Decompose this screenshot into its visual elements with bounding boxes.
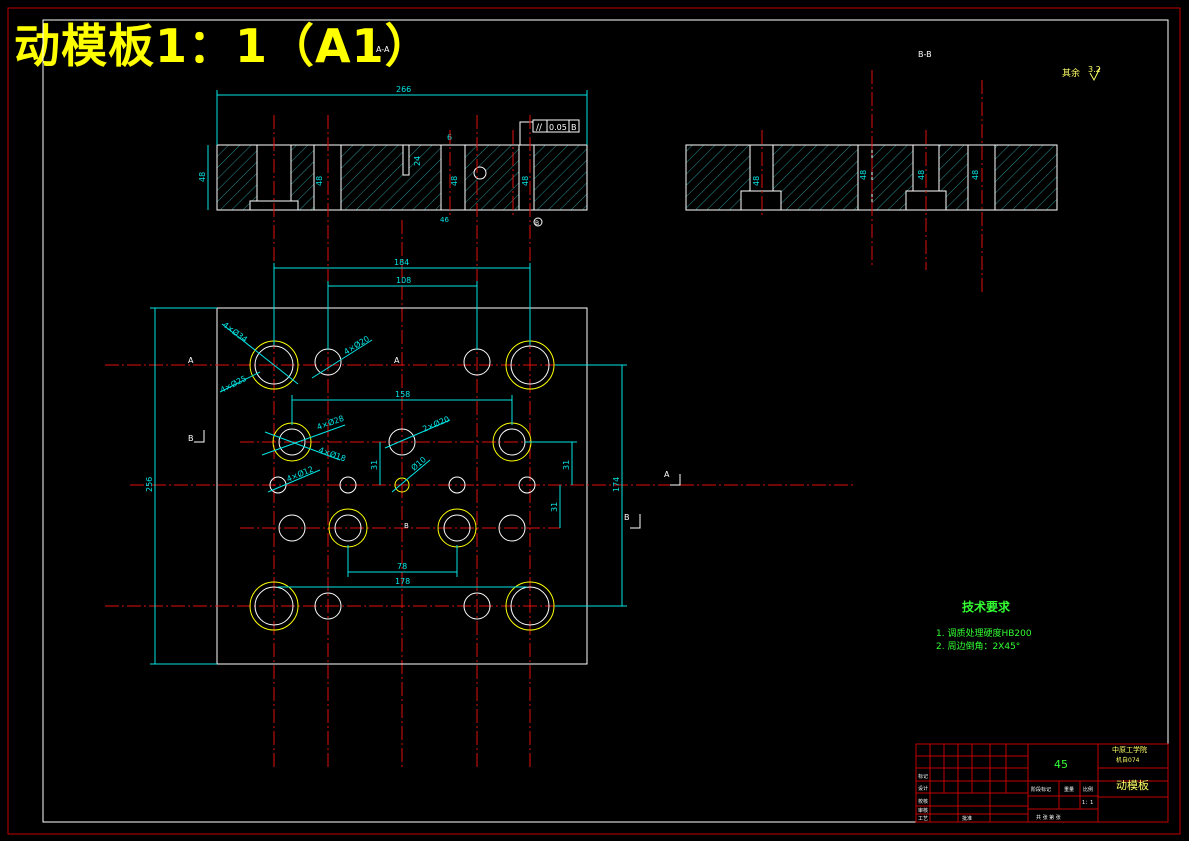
roughness-note: 其余 (1062, 67, 1080, 79)
datum-b-mark: B (535, 220, 539, 227)
dash-48-f: 48 (917, 170, 926, 180)
section-b-b-label: B-B (918, 50, 932, 59)
dim-46: 46 (440, 216, 449, 224)
cut-a-left: A (188, 356, 194, 365)
row-label-design: 设计 (918, 785, 928, 792)
dim-158: 158 (395, 390, 410, 399)
cut-a-center: A (394, 356, 400, 365)
dim-24: 24 (413, 156, 422, 166)
stage-label: 阶段标记 (1031, 786, 1051, 793)
school: 中原工学院 (1112, 745, 1147, 754)
dim-178: 178 (395, 577, 410, 586)
tech-req-heading: 技术要求 (962, 599, 1011, 614)
approve-label: 批准 (962, 815, 972, 822)
row-label-review: 审核 (918, 807, 928, 814)
dim-174: 174 (612, 477, 621, 492)
tech-req-item-1: 1. 调质处理硬度HB200 (936, 627, 1032, 639)
dim-31-a: 31 (562, 460, 571, 470)
label-d10: Ø10 (409, 454, 428, 472)
dash-48-c: 48 (521, 176, 530, 186)
label-4x20: 4×Ø20 (342, 333, 371, 356)
roughness-value: 3.2 (1088, 65, 1101, 74)
dim-31-c: 31 (370, 460, 379, 470)
dim-266: 266 (396, 85, 411, 94)
dash-48-d: 48 (752, 176, 761, 186)
svg-text://: // (536, 123, 543, 133)
row-label-mark: 标记 (918, 773, 928, 780)
dim-184: 184 (394, 258, 409, 267)
dash-48-b: 48 (450, 176, 459, 186)
section-a-a: A-A 266 48 24 6 46 48 48 48 // 0.05 B B (198, 45, 588, 227)
part-name: 动模板 (1116, 778, 1149, 792)
tolerance-value: 0.05 (549, 123, 567, 132)
material: 45 (1054, 758, 1068, 771)
title-block-text: 45 中原工学院 机自074 动模板 阶段标记 重量 比例 1：1 共 张 第 … (918, 745, 1149, 822)
label-4x25: 4×Ø25 (218, 373, 248, 395)
label-2x20: 2×Ø20 (421, 414, 451, 434)
dim-48: 48 (198, 172, 207, 182)
dim-31-b: 31 (550, 502, 559, 512)
dash-48-g: 48 (971, 170, 980, 180)
sheet-label: 共 张 第 张 (1036, 814, 1061, 821)
tolerance-datum: B (571, 123, 577, 132)
drawing-title: 动模板1：1（A1） (14, 19, 432, 73)
tech-req-item-2: 2. 周边倒角：2X45° (936, 640, 1020, 652)
row-label-process: 工艺 (918, 816, 928, 822)
section-b-b: B-B 48 48 48 48 其余 3.2 (685, 50, 1101, 211)
school-sub: 机自074 (1116, 756, 1140, 764)
dash-48-e: 48 (859, 170, 868, 180)
section-a-a-label: A-A (376, 45, 390, 54)
row-label-check: 校核 (918, 798, 928, 805)
cut-b-left: B (188, 434, 194, 443)
title-block (915, 743, 1169, 823)
cut-b-center: B (404, 522, 409, 530)
weight-label: 重量 (1064, 786, 1074, 793)
dim-108: 108 (396, 276, 411, 285)
label-4x28: 4×Ø28 (315, 413, 345, 432)
dim-78: 78 (397, 562, 407, 571)
dim-256: 256 (145, 477, 154, 492)
centerlines-vertical (273, 70, 983, 770)
label-4x34: 4×Ø34 (221, 320, 250, 345)
plan-view: 184 108 158 78 178 256 174 31 31 31 4×Ø3… (105, 258, 855, 665)
cut-b-right: B (624, 513, 630, 522)
dash-48-a: 48 (315, 176, 324, 186)
outer-border (7, 7, 1181, 835)
label-4x18: 4×Ø18 (317, 444, 347, 463)
inner-border (42, 19, 1169, 823)
scale-label: 比例 (1083, 786, 1093, 793)
scale-value: 1：1 (1082, 800, 1093, 806)
label-4x12: 4×Ø12 (285, 464, 315, 484)
technical-requirements: 技术要求 1. 调质处理硬度HB200 2. 周边倒角：2X45° (936, 599, 1032, 652)
cut-a-right: A (664, 470, 670, 479)
